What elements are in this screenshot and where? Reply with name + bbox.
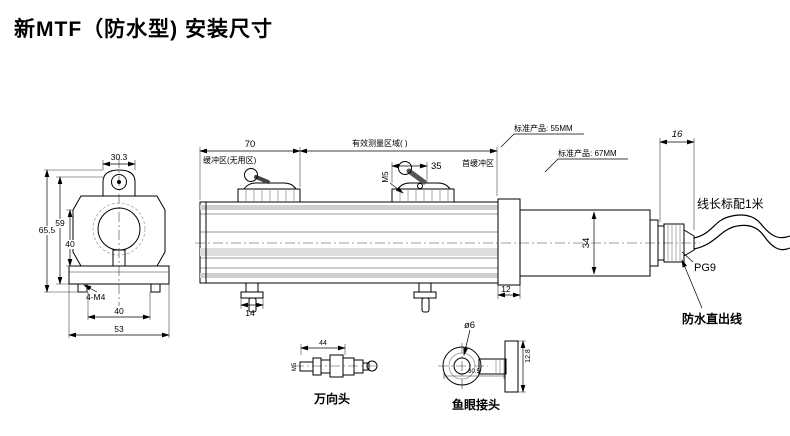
side-view-sensor: 70 缓冲区(无用区) 有效测量区域( ) 35 M5 首缓冲区 标准产品: 5… [195,123,790,318]
dim-35-text: 35 [431,161,442,172]
universal-head-label: 万向头 [313,391,350,406]
label-head-buffer: 首缓冲区 [462,158,494,168]
rail-mid-channel [200,248,498,256]
dim-30-5: 30.5 [443,369,505,379]
base-bolt-right [150,283,161,293]
dim-53: 53 [68,284,170,338]
label-4-m4: 4-M4 [83,284,106,302]
rod-eye-outer [442,346,482,386]
label-pg9: PG9 [681,251,716,274]
rod-eye-detail: ø6 12.8 30.5 鱼眼接头 [438,320,532,412]
rod-eye-hole [453,357,471,375]
rail-extrusion-lines [200,213,498,269]
cable-annotations: 线长标配1米 PG9 防水直出线 [681,197,764,326]
dim-44-text: 44 [319,340,327,347]
rod-eye-ring [448,352,476,380]
dim-14: 14 [240,298,264,318]
label-effective-range: 有效测量区域( ) [352,138,408,148]
label-std67-text: 标准产品: 67MM [558,148,617,158]
bracket-bore-thread [92,202,146,256]
universal-head-parts [299,354,378,378]
dim-59: 59 [53,176,103,285]
rod-eye-label: 鱼眼接头 [452,397,500,412]
label-waterproof-outlet: 防水直出线 [681,259,742,326]
output-cable [693,214,790,251]
rod-eye-plate [504,340,519,393]
dim-34: 34 [581,211,597,275]
front-view-bracket: 30.3 65.5 59 40 4-M4 [37,152,170,338]
dim-35: 35 [391,161,442,183]
clamp-1-lever [254,175,270,184]
clamp-1 [237,168,301,203]
dim-16-text: 16 [672,129,683,140]
dim-dia6: ø6 [463,320,475,356]
label-m5-clamp: M5 [381,171,404,194]
dim-12: 12 [497,284,521,299]
dim-40-bottom: 40 [87,292,151,320]
clamp-2-m5-hole [417,183,423,189]
dim-30-3: 30.3 [102,152,136,170]
base-bolt-left [77,283,88,293]
dim-53-text: 53 [114,324,124,334]
universal-head-detail: 44 M5 万向头 [292,340,378,406]
dim-44: 44 [300,340,346,355]
dim-12-text: 12 [501,284,511,294]
dim-12-8: 12.8 [518,340,532,393]
dim-effective-range: 有效测量区域( ) [299,138,498,196]
dim-70-text: 70 [245,139,256,150]
label-standard-67: 标准产品: 67MM [544,148,628,173]
rod-eye-shank [478,358,507,375]
gland-cone [683,229,695,257]
dim-59-text: 59 [55,218,65,228]
dim-dia6-text: ø6 [464,320,475,331]
dim-12-8-text: 12.8 [525,349,532,363]
label-4-m4-text: 4-M4 [86,292,106,302]
rod-eye-thread [495,360,505,373]
bracket-base-plate [68,265,170,285]
threaded-collar [497,198,521,286]
clamp-screw [111,174,127,190]
label-standard-55: 标准产品: 55MM [500,123,584,148]
clamp-screw-center [117,180,121,184]
label-cable-length: 线长标配1米 [697,197,764,211]
label-std55-text: 标准产品: 55MM [514,123,573,133]
label-m5-universal: M5 [292,362,298,371]
rail-top-groove [200,205,498,210]
clamp-1-knob [244,168,258,182]
clamp-2 [391,161,455,203]
clamp-2-knob [398,161,412,175]
label-m5-text: M5 [381,171,390,183]
dim-34-text: 34 [581,238,592,249]
dim-40-vertical: 40 [63,209,77,267]
dim-16: 16 [659,129,695,230]
dim-30-3-text: 30.3 [111,152,128,162]
dim-40b-text: 40 [114,306,124,316]
clamp-2-lever [406,168,427,185]
dim-40v-text: 40 [65,239,75,249]
bracket-top-tab [102,169,136,196]
page-title: 新MTF（防水型) 安装尺寸 [14,17,273,41]
dim-70-buffer: 70 缓冲区(无用区) [199,139,301,200]
dim-14-text: 14 [245,308,255,318]
rail-bottom-groove [200,273,498,278]
label-pg9-text: PG9 [694,262,716,274]
dim-65-5-text: 65.5 [39,225,56,235]
dim-65-5: 65.5 [37,169,103,293]
dim-30-5-text: 30.5 [468,369,480,375]
label-outlet-text: 防水直出线 [682,311,742,326]
mounting-foot-2 [413,282,437,313]
label-buffer-zone: 缓冲区(无用区) [203,155,257,165]
rod-eye-crosshair [438,343,488,391]
